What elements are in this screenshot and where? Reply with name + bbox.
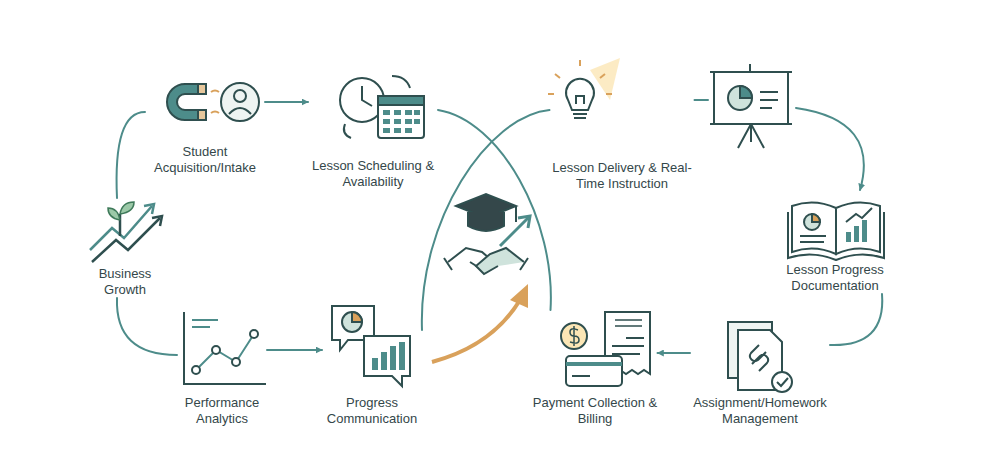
schedule-icon <box>340 76 424 138</box>
flow-connector <box>265 101 308 103</box>
flow-connector <box>117 298 177 355</box>
bulb-icon <box>548 58 620 118</box>
icon-space <box>780 190 890 262</box>
communication-icon <box>332 306 410 386</box>
icon-space <box>177 310 267 395</box>
node-label: Assignment/Homework Management <box>690 395 830 427</box>
orange-growth-arrow <box>432 284 528 362</box>
analytics-icon <box>184 312 266 384</box>
node-label: Payment Collection & Billing <box>533 395 658 427</box>
growth-icon <box>90 202 162 262</box>
icon-space <box>145 72 265 144</box>
presentation-board-icon <box>710 64 792 148</box>
magnet-icon <box>167 84 219 120</box>
icon-space <box>322 305 422 395</box>
book-icon <box>788 202 884 260</box>
flow-connector <box>117 112 145 198</box>
billing-icon <box>561 312 650 386</box>
node-label: Lesson Progress Documentation <box>780 262 890 294</box>
icon-label-node: Assignment/Homework Management <box>690 315 830 427</box>
node-label: Progress Communication <box>322 395 422 427</box>
handshake-cap-icon <box>444 194 530 274</box>
flow-connector <box>658 352 691 354</box>
icon-label-node: Progress Communication <box>322 305 422 427</box>
node-label: Student Acquisition/Intake <box>145 144 265 176</box>
icon-label-node: Business Growth <box>87 198 163 298</box>
icon-label-node: Payment Collection & Billing <box>533 310 658 427</box>
person-icon <box>221 83 259 121</box>
node-label: Performance Analytics <box>177 395 267 427</box>
flow-connector <box>422 110 550 330</box>
node-label: Lesson Delivery & Real-Time Instruction <box>550 160 695 192</box>
icon-space <box>533 310 658 395</box>
node-label: Business Growth <box>87 266 163 298</box>
icon-label-node: Lesson Progress Documentation <box>780 190 890 294</box>
icon-space <box>308 65 438 158</box>
icon-label-node: Lesson Delivery & Real-Time Instruction <box>550 65 695 192</box>
node-label: Lesson Scheduling & Availability <box>308 158 438 190</box>
flow-connector <box>830 294 882 345</box>
flow-connector <box>267 349 322 351</box>
documents-icon <box>728 322 792 392</box>
icon-label-node: Student Acquisition/Intake <box>145 72 265 176</box>
icon-space <box>87 198 163 266</box>
icon-space <box>550 65 695 160</box>
flow-connector <box>695 100 864 190</box>
icon-label-node: Lesson Scheduling & Availability <box>308 65 438 190</box>
icon-label-node: Performance Analytics <box>177 310 267 427</box>
icon-space <box>690 315 830 395</box>
